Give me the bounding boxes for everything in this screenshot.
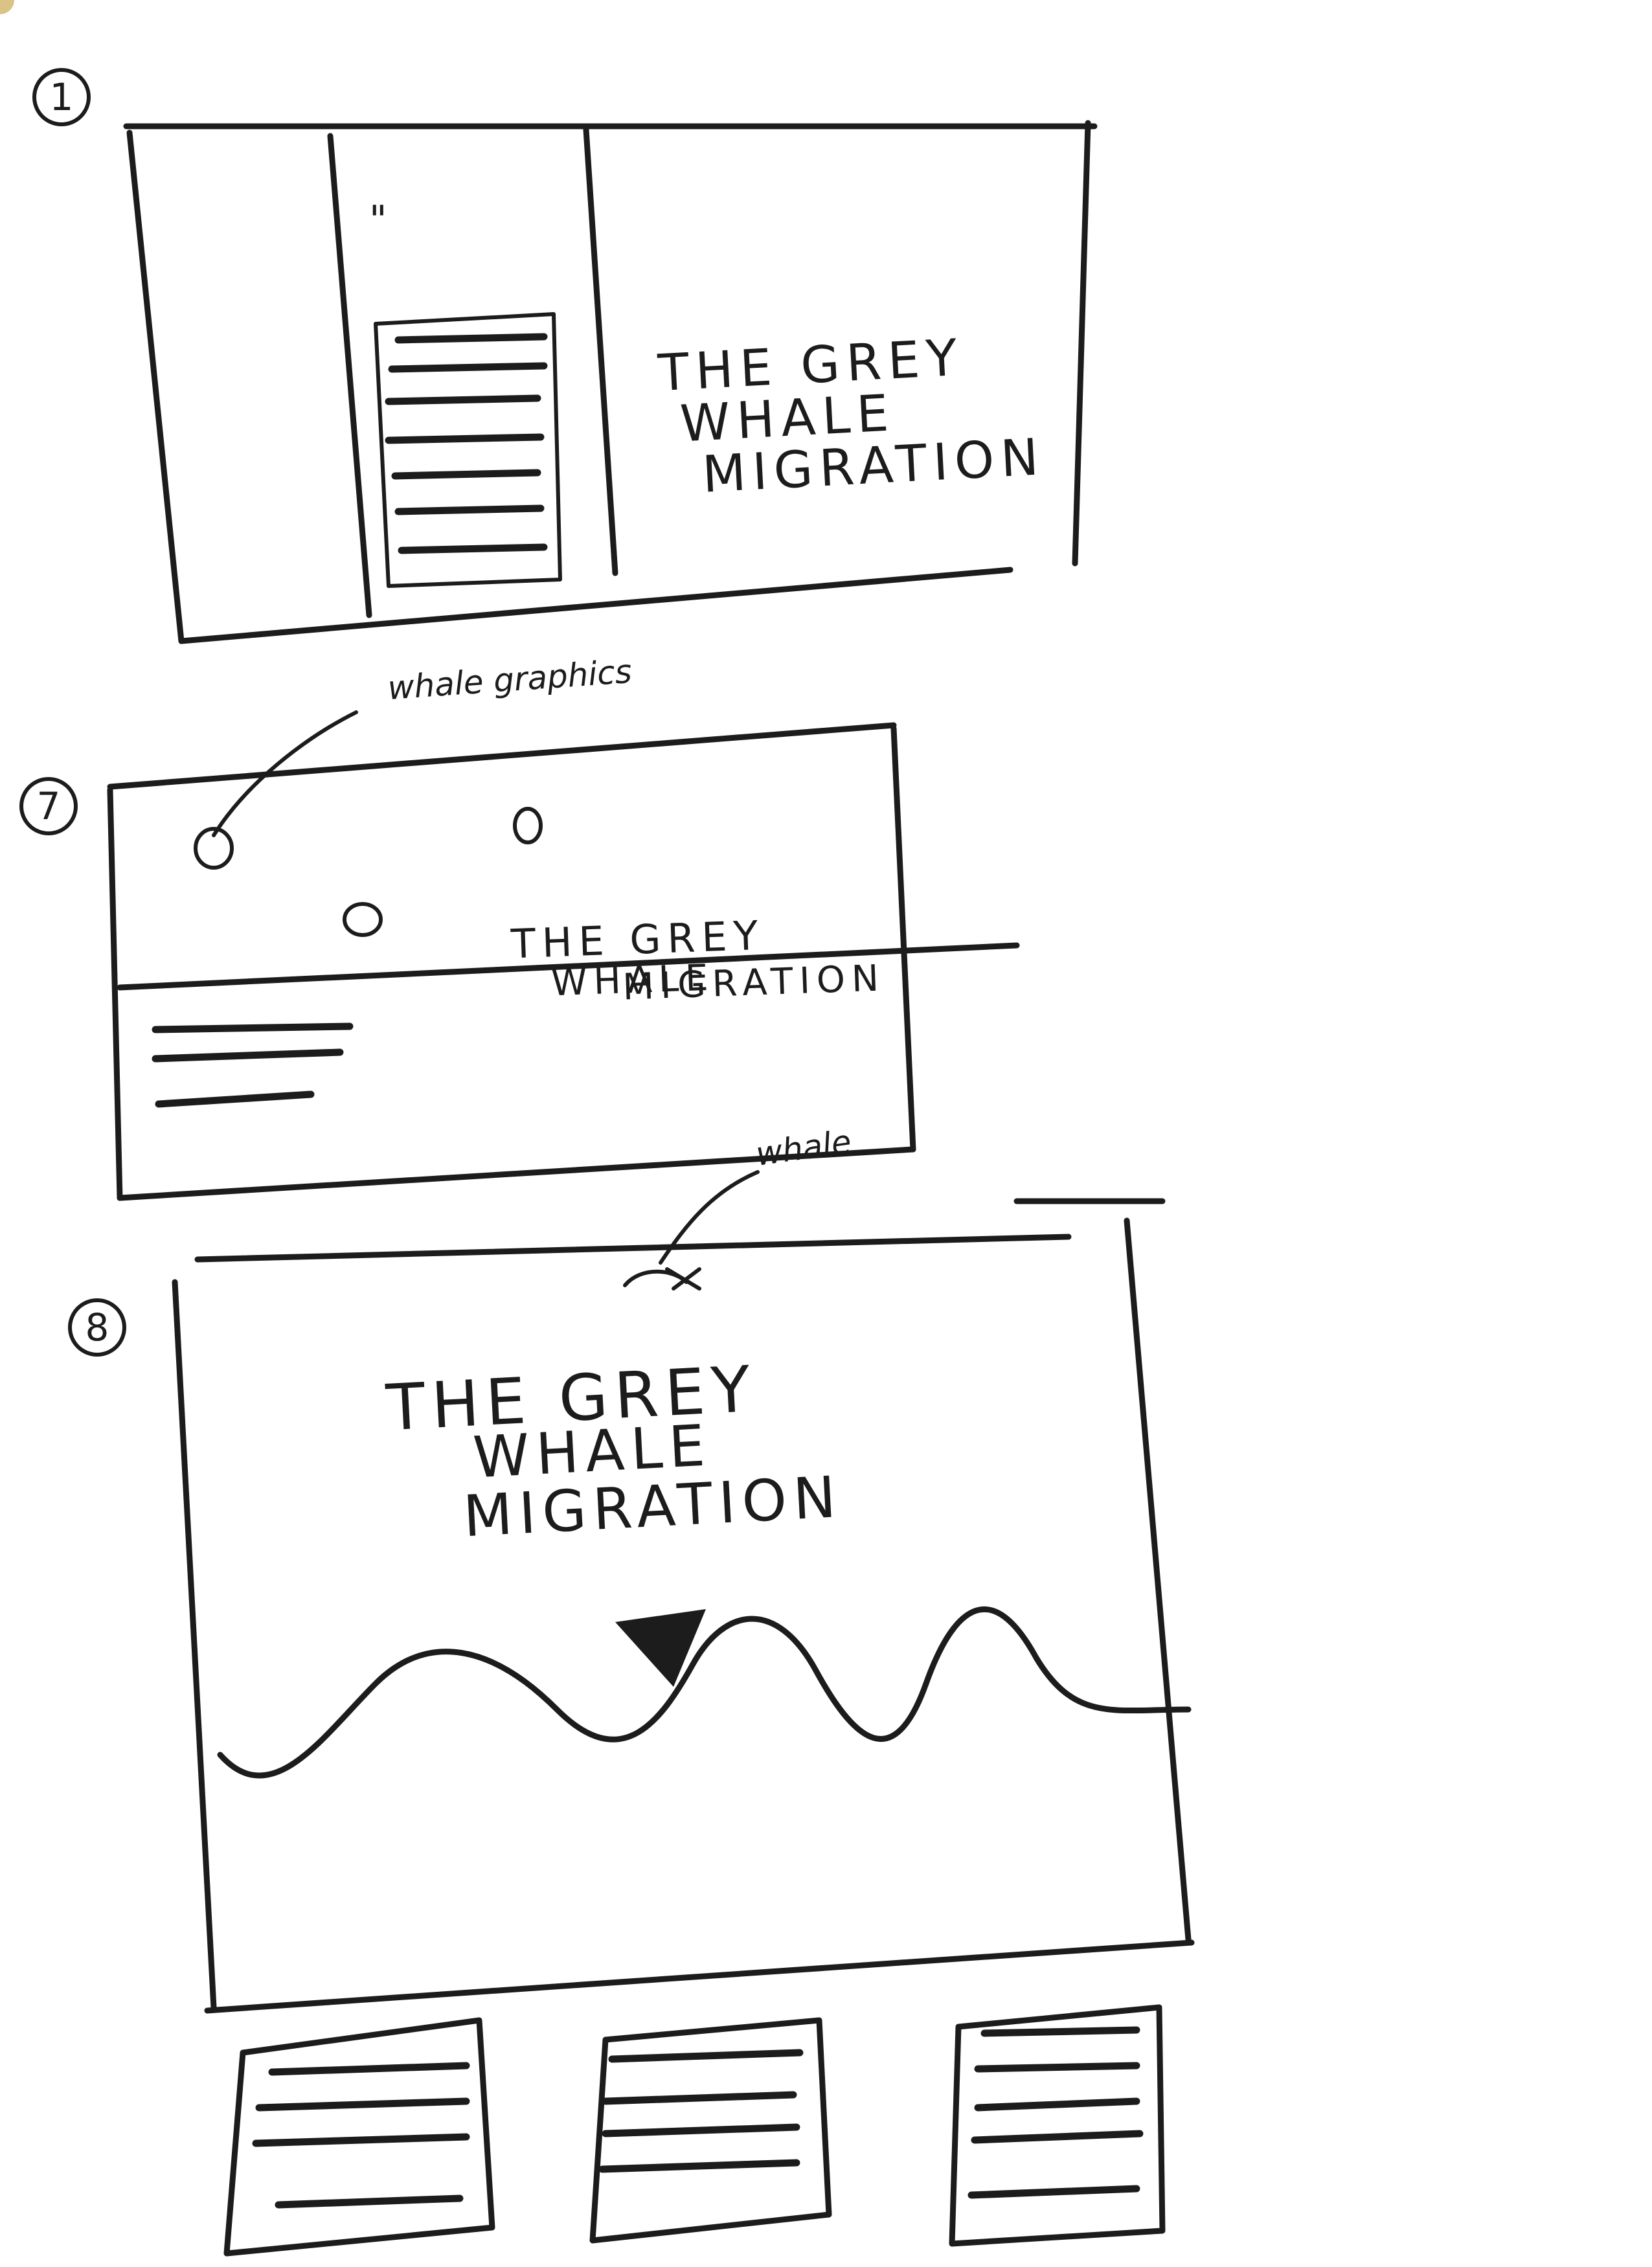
sketch-1-divider-left <box>327 133 372 618</box>
card-line <box>394 333 548 344</box>
sketch-7-left-edge <box>107 787 123 1201</box>
title-line-1: THE GREY <box>510 912 765 968</box>
sketch-1-divider-right <box>583 126 618 576</box>
wave-line <box>217 1607 1192 1779</box>
card-line <box>608 2049 804 2063</box>
down-arrow-icon <box>615 1609 706 1687</box>
card-line <box>275 2194 464 2209</box>
whale-graphic-icon <box>194 827 234 870</box>
card-line <box>398 543 548 554</box>
sketch-7-horizon-line <box>117 942 1020 991</box>
card-line <box>255 2097 470 2112</box>
card-line <box>602 2091 797 2105</box>
sketch-7-title: THE GREY WHALE MIGRATION <box>510 912 886 1009</box>
sketch-8-number: 8 <box>85 1305 109 1349</box>
sketch-1: 1 " THE GREY WHALE MIGRATION <box>32 68 1098 644</box>
card-line <box>385 394 541 405</box>
title-line-2: WHALE <box>679 384 896 453</box>
card-line <box>974 2097 1140 2112</box>
sketch-8-top-edge <box>194 1234 1072 1263</box>
sketch-7-right-edge <box>890 725 916 1153</box>
sketch-1-title: THE GREY WHALE MIGRATION <box>656 329 1047 504</box>
sketch-7-number-circle <box>19 777 78 835</box>
card-line <box>602 2123 800 2137</box>
card-line <box>974 2062 1140 2073</box>
whale-graphic-icon <box>343 902 383 937</box>
sketch-8-number-circle <box>68 1298 126 1357</box>
arrow-highlight <box>646 1617 688 1637</box>
sketch-1-number: 1 <box>50 75 74 119</box>
card-line <box>967 2185 1140 2199</box>
sketch-8-bottom-edge <box>204 1939 1195 2014</box>
title-line-3: MIGRATION <box>622 957 886 1008</box>
text-line <box>155 1090 315 1108</box>
card-line <box>252 2133 470 2147</box>
card-line <box>394 504 545 515</box>
sketch-1-right-edge <box>1072 120 1091 567</box>
card-line <box>388 362 548 373</box>
card-line <box>268 2062 470 2076</box>
card-line <box>391 469 541 480</box>
sketch-7-bottom-edge <box>117 1146 916 1201</box>
paper-smudge <box>0 0 14 14</box>
title-line-2: WHALE <box>550 957 715 1005</box>
sketch-8: 8 whale THE GREY WHALE MIGRATION <box>68 1123 1195 2257</box>
sketch-7-annotation: whale graphics <box>387 653 633 707</box>
card-frame <box>223 2017 495 2257</box>
sketch-8-card-2 <box>589 2017 832 2244</box>
whale-graphic-icon <box>513 807 543 844</box>
card-frame <box>949 2004 1166 2247</box>
text-line <box>152 1022 354 1033</box>
sketch-1-number-circle <box>32 68 91 126</box>
sketch-7: 7 whale graphics THE GREY WHALE MIGRATIO… <box>19 653 1020 1201</box>
sketch-8-annotation: whale <box>754 1123 854 1173</box>
sketch-8-card-3 <box>949 2004 1166 2247</box>
sketch-7-number: 7 <box>37 784 61 828</box>
whale-icon <box>623 1267 701 1291</box>
sketch-8-card-1 <box>223 2017 495 2257</box>
sketch-8-title: THE GREY WHALE MIGRATION <box>384 1353 844 1550</box>
sketch-1-tick-mark: " <box>369 197 394 243</box>
sketch-1-card-frame <box>374 312 562 588</box>
sketch-1-left-edge <box>126 130 185 644</box>
card-line <box>971 2130 1144 2144</box>
sketch-1-bottom-edge <box>178 567 1013 644</box>
text-line <box>152 1048 344 1063</box>
card-frame <box>589 2017 832 2244</box>
sketch-8-right-edge <box>1124 1217 1192 1943</box>
sketch-7-top-edge <box>107 722 897 790</box>
annotation-leader-line <box>212 710 358 837</box>
card-line <box>598 2159 800 2173</box>
sketch-8-left-edge <box>172 1279 217 2011</box>
card-line <box>385 433 545 444</box>
card-line <box>980 2026 1140 2037</box>
sketch-1-text-card <box>374 312 562 588</box>
title-line-2: WHALE <box>471 1412 713 1491</box>
